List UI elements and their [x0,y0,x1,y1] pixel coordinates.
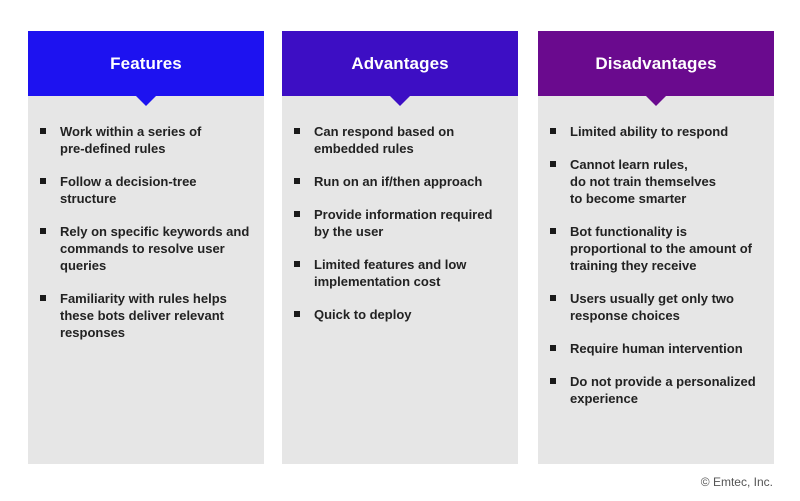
square-bullet-icon [550,378,556,384]
disadvantages-column: Disadvantages Limited ability to respond… [538,31,774,464]
disadvantages-header: Disadvantages [538,31,774,106]
list-item: Limited features and low implementation … [294,256,504,290]
disadvantages-title: Disadvantages [595,53,717,73]
list-item: Rely on specific keywords and commands t… [40,223,250,274]
list-item: Require human intervention [550,340,760,357]
copyright-notice: © Emtec, Inc. [700,475,773,489]
list-item: Quick to deploy [294,306,504,323]
square-bullet-icon [40,178,46,184]
advantages-column: Advantages Can respond based on embedded… [282,31,518,464]
list-item: Follow a decision-tree structure [40,173,250,207]
square-bullet-icon [294,311,300,317]
features-column: Features Work within a series of pre-def… [28,31,264,464]
square-bullet-icon [40,228,46,234]
list-item: Work within a series of pre-defined rule… [40,123,250,157]
features-list: Work within a series of pre-defined rule… [28,96,264,341]
features-title: Features [110,53,182,73]
list-item: Users usually get only two response choi… [550,290,760,324]
list-item: Limited ability to respond [550,123,760,140]
square-bullet-icon [294,211,300,217]
list-item: Cannot learn rules, do not train themsel… [550,156,760,207]
square-bullet-icon [550,228,556,234]
square-bullet-icon [550,345,556,351]
square-bullet-icon [294,261,300,267]
square-bullet-icon [294,128,300,134]
square-bullet-icon [40,128,46,134]
square-bullet-icon [294,178,300,184]
list-item: Can respond based on embedded rules [294,123,504,157]
advantages-header: Advantages [282,31,518,106]
disadvantages-list: Limited ability to respond Cannot learn … [538,96,774,407]
square-bullet-icon [40,295,46,301]
advantages-list: Can respond based on embedded rules Run … [282,96,518,323]
advantages-title: Advantages [351,53,449,73]
list-item: Bot functionality is proportional to the… [550,223,760,274]
list-item: Do not provide a personalized experience [550,373,760,407]
square-bullet-icon [550,128,556,134]
square-bullet-icon [550,161,556,167]
list-item: Provide information required by the user [294,206,504,240]
list-item: Familiarity with rules helps these bots … [40,290,250,341]
square-bullet-icon [550,295,556,301]
features-header: Features [28,31,264,106]
list-item: Run on an if/then approach [294,173,504,190]
